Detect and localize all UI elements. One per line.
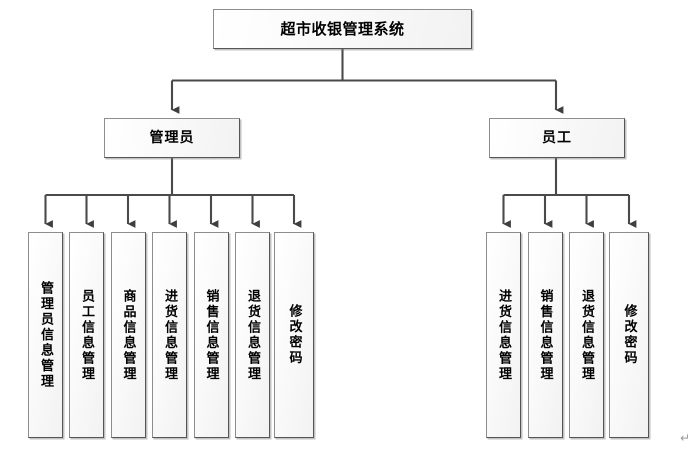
- node-label-staff-change-password: 修改密码: [621, 304, 637, 366]
- node-label-change-password: 修改密码: [286, 304, 302, 366]
- node-staff-info-management[interactable]: 员工信息管理: [69, 232, 104, 438]
- node-employee[interactable]: 员工: [489, 118, 625, 158]
- node-return-info-management[interactable]: 退货信息管理: [235, 232, 270, 438]
- node-label-staff-return-info-management: 退货信息管理: [579, 288, 594, 382]
- node-system-root[interactable]: 超市收银管理系统: [213, 9, 472, 49]
- node-label-sales-info-management: 销售信息管理: [203, 288, 219, 382]
- node-administrator[interactable]: 管理员: [104, 118, 240, 158]
- node-admin-info-management[interactable]: 管理员信息管理: [28, 232, 63, 438]
- node-label-staff-stockin-info-management: 进货信息管理: [496, 288, 511, 382]
- node-label-system-root: 超市收银管理系统: [280, 19, 405, 38]
- node-sales-info-management[interactable]: 销售信息管理: [193, 232, 229, 438]
- node-label-return-info-management: 退货信息管理: [245, 288, 260, 382]
- node-staff-return-info-management[interactable]: 退货信息管理: [569, 232, 604, 438]
- node-goods-info-management[interactable]: 商品信息管理: [110, 232, 146, 438]
- node-staff-sales-info-management[interactable]: 销售信息管理: [527, 232, 563, 438]
- node-label-staff-sales-info-management: 销售信息管理: [537, 288, 553, 382]
- node-label-goods-info-management: 商品信息管理: [120, 288, 136, 382]
- node-label-staff-info-management: 员工信息管理: [79, 288, 94, 382]
- node-stockin-info-management[interactable]: 进货信息管理: [152, 232, 187, 438]
- node-label-stockin-info-management: 进货信息管理: [162, 288, 177, 382]
- node-staff-change-password[interactable]: 修改密码: [609, 232, 649, 438]
- node-change-password[interactable]: 修改密码: [274, 232, 314, 438]
- node-label-administrator: 管理员: [149, 130, 195, 146]
- node-label-employee: 员工: [542, 130, 572, 146]
- paragraph-return-mark: ↵: [679, 431, 690, 445]
- node-label-admin-info-management: 管理员信息管理: [38, 280, 53, 390]
- node-staff-stockin-info-management[interactable]: 进货信息管理: [486, 232, 521, 438]
